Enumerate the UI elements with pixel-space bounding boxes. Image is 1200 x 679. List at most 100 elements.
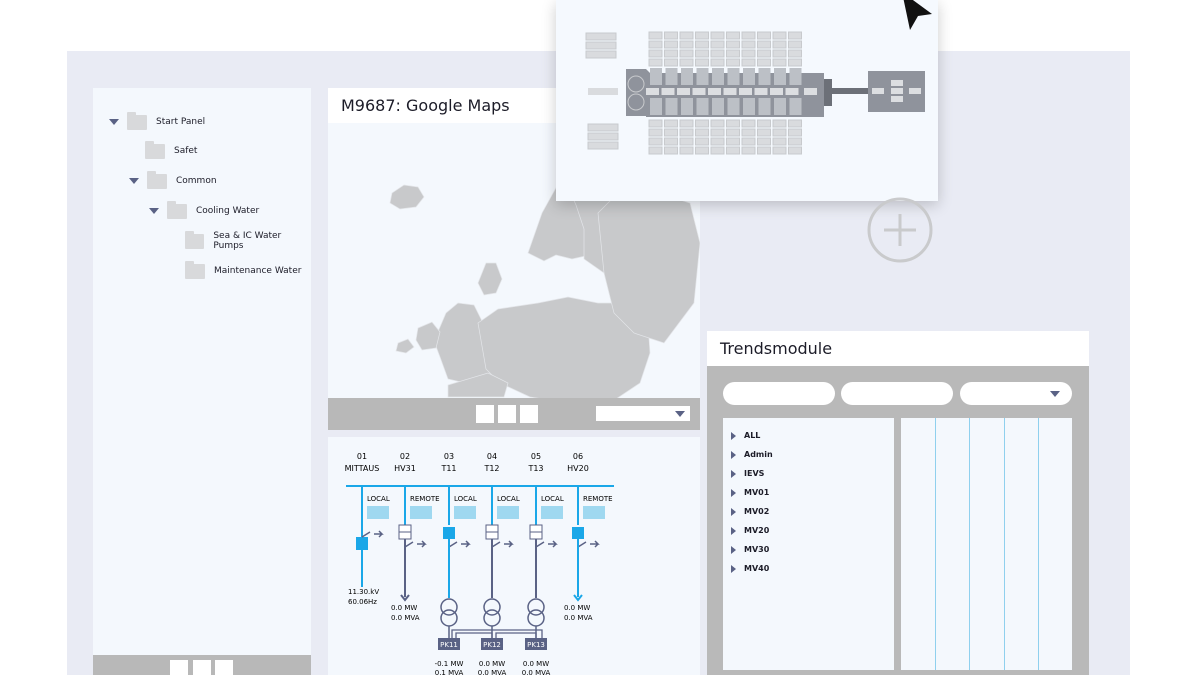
trend-signal-item[interactable]: ALL <box>731 431 760 440</box>
control-mode-indicator <box>367 506 389 519</box>
cylinder-label <box>770 88 783 95</box>
power-value: 0.0 MVA <box>478 669 507 675</box>
cylinder-cell <box>679 49 694 58</box>
cylinder <box>774 68 786 85</box>
power-value: 0.0 MW <box>479 660 505 668</box>
caret-right-icon[interactable] <box>731 526 736 535</box>
tree-item-start-panel[interactable]: Start Panel <box>109 111 205 131</box>
trend-signal-item[interactable]: Admin <box>731 450 773 459</box>
caret-right-icon[interactable] <box>731 488 736 497</box>
map-button[interactable] <box>520 405 538 423</box>
trend-signal-item[interactable]: MV01 <box>731 488 769 497</box>
caret-right-icon[interactable] <box>731 507 736 516</box>
cylinder-cell <box>772 58 787 67</box>
cylinder-cell <box>648 128 663 137</box>
pk-label: PK12 <box>483 641 501 649</box>
control-mode-indicator <box>541 506 563 519</box>
toolbar-button[interactable] <box>170 660 188 678</box>
cylinder-cell <box>664 49 678 58</box>
cylinder-cell <box>726 40 740 49</box>
engine-block <box>626 69 652 116</box>
sensor-block <box>585 50 617 59</box>
power-value: -0.1 MW <box>435 660 464 668</box>
breaker-open <box>485 524 499 540</box>
trend-signal-item[interactable]: MV02 <box>731 507 769 516</box>
cylinder-cell <box>664 146 678 155</box>
pk-box <box>481 638 503 650</box>
switch-icon <box>535 540 558 548</box>
trends-select[interactable] <box>960 382 1072 405</box>
cylinder-cell <box>757 137 771 146</box>
breaker-closed <box>443 527 455 539</box>
cylinder-cell <box>772 40 787 49</box>
cylinder-label <box>785 88 799 95</box>
tree-item-common[interactable]: Common <box>129 170 217 190</box>
caret-right-icon[interactable] <box>731 564 736 573</box>
cylinder-cell <box>679 31 694 40</box>
cylinder-cell <box>695 119 709 128</box>
sensor-block <box>587 132 619 141</box>
caret-right-icon[interactable] <box>731 469 736 478</box>
feeder-number: 05 <box>531 452 541 461</box>
gear-icon <box>627 75 645 93</box>
caret-right-icon[interactable] <box>731 431 736 440</box>
caret-down-icon[interactable] <box>149 208 159 214</box>
cylinder-cell <box>741 58 756 67</box>
power-value: 0.0 MW <box>391 604 417 612</box>
control-mode-indicator <box>454 506 476 519</box>
pk-box <box>438 638 460 650</box>
trends-chart[interactable] <box>901 418 1072 670</box>
trend-signal-item[interactable]: MV20 <box>731 526 769 535</box>
transformer-icon <box>483 609 501 627</box>
cylinder-cell <box>664 137 678 146</box>
caret-down-icon[interactable] <box>129 178 139 184</box>
cylinder <box>743 68 755 85</box>
tree-item-sea-ic-water-pumps[interactable]: Sea & IC Water Pumps <box>185 230 311 251</box>
tree-item-safet[interactable]: Safet <box>145 140 197 160</box>
transformer-icon <box>527 609 545 627</box>
map-button[interactable] <box>476 405 494 423</box>
control-mode-indicator <box>583 506 605 519</box>
coupling <box>824 79 832 106</box>
trends-filter-input[interactable] <box>723 382 835 405</box>
cylinder-cell <box>757 146 771 155</box>
generator-label <box>891 96 903 102</box>
trend-signal-item[interactable]: IEVS <box>731 469 764 478</box>
toolbar-button[interactable] <box>193 660 211 678</box>
transformer-icon <box>483 598 501 616</box>
tree-label: Common <box>176 176 217 186</box>
caret-right-icon[interactable] <box>731 450 736 459</box>
map-toolbar <box>328 398 700 430</box>
plus-circle-icon[interactable] <box>866 197 934 265</box>
tree-item-maintenance-water[interactable]: Maintenance Water <box>185 260 302 280</box>
cylinder-label <box>708 88 721 95</box>
chart-gridline <box>969 418 970 670</box>
engine-overview-popup[interactable] <box>556 0 938 201</box>
toolbar-button[interactable] <box>215 660 233 678</box>
cylinder-cell <box>710 49 725 58</box>
trends-filter-input[interactable] <box>841 382 953 405</box>
trend-signal-label: MV02 <box>744 507 770 516</box>
map-layer-dropdown[interactable] <box>596 406 690 421</box>
map-button[interactable] <box>498 405 516 423</box>
caret-down-icon[interactable] <box>109 119 119 125</box>
cylinder-cell <box>695 58 709 67</box>
trend-signal-item[interactable]: MV30 <box>731 545 769 554</box>
feeder-name: T12 <box>483 464 499 473</box>
cylinder <box>727 98 740 115</box>
arrow-down-icon <box>400 594 410 602</box>
cylinder <box>758 68 771 85</box>
tree-label: Maintenance Water <box>214 266 302 276</box>
tree-item-cooling-water[interactable]: Cooling Water <box>149 200 259 220</box>
chart-gridline <box>1004 418 1005 670</box>
folder-icon <box>185 230 205 249</box>
feeder-number: 02 <box>400 452 410 461</box>
cylinder-cell <box>710 119 725 128</box>
cylinder <box>727 68 740 85</box>
folder-icon <box>127 111 147 130</box>
trend-signal-item[interactable]: MV40 <box>731 564 769 573</box>
cylinder <box>696 68 709 85</box>
caret-right-icon[interactable] <box>731 545 736 554</box>
cylinder <box>650 68 662 85</box>
switch-icon <box>361 530 384 538</box>
